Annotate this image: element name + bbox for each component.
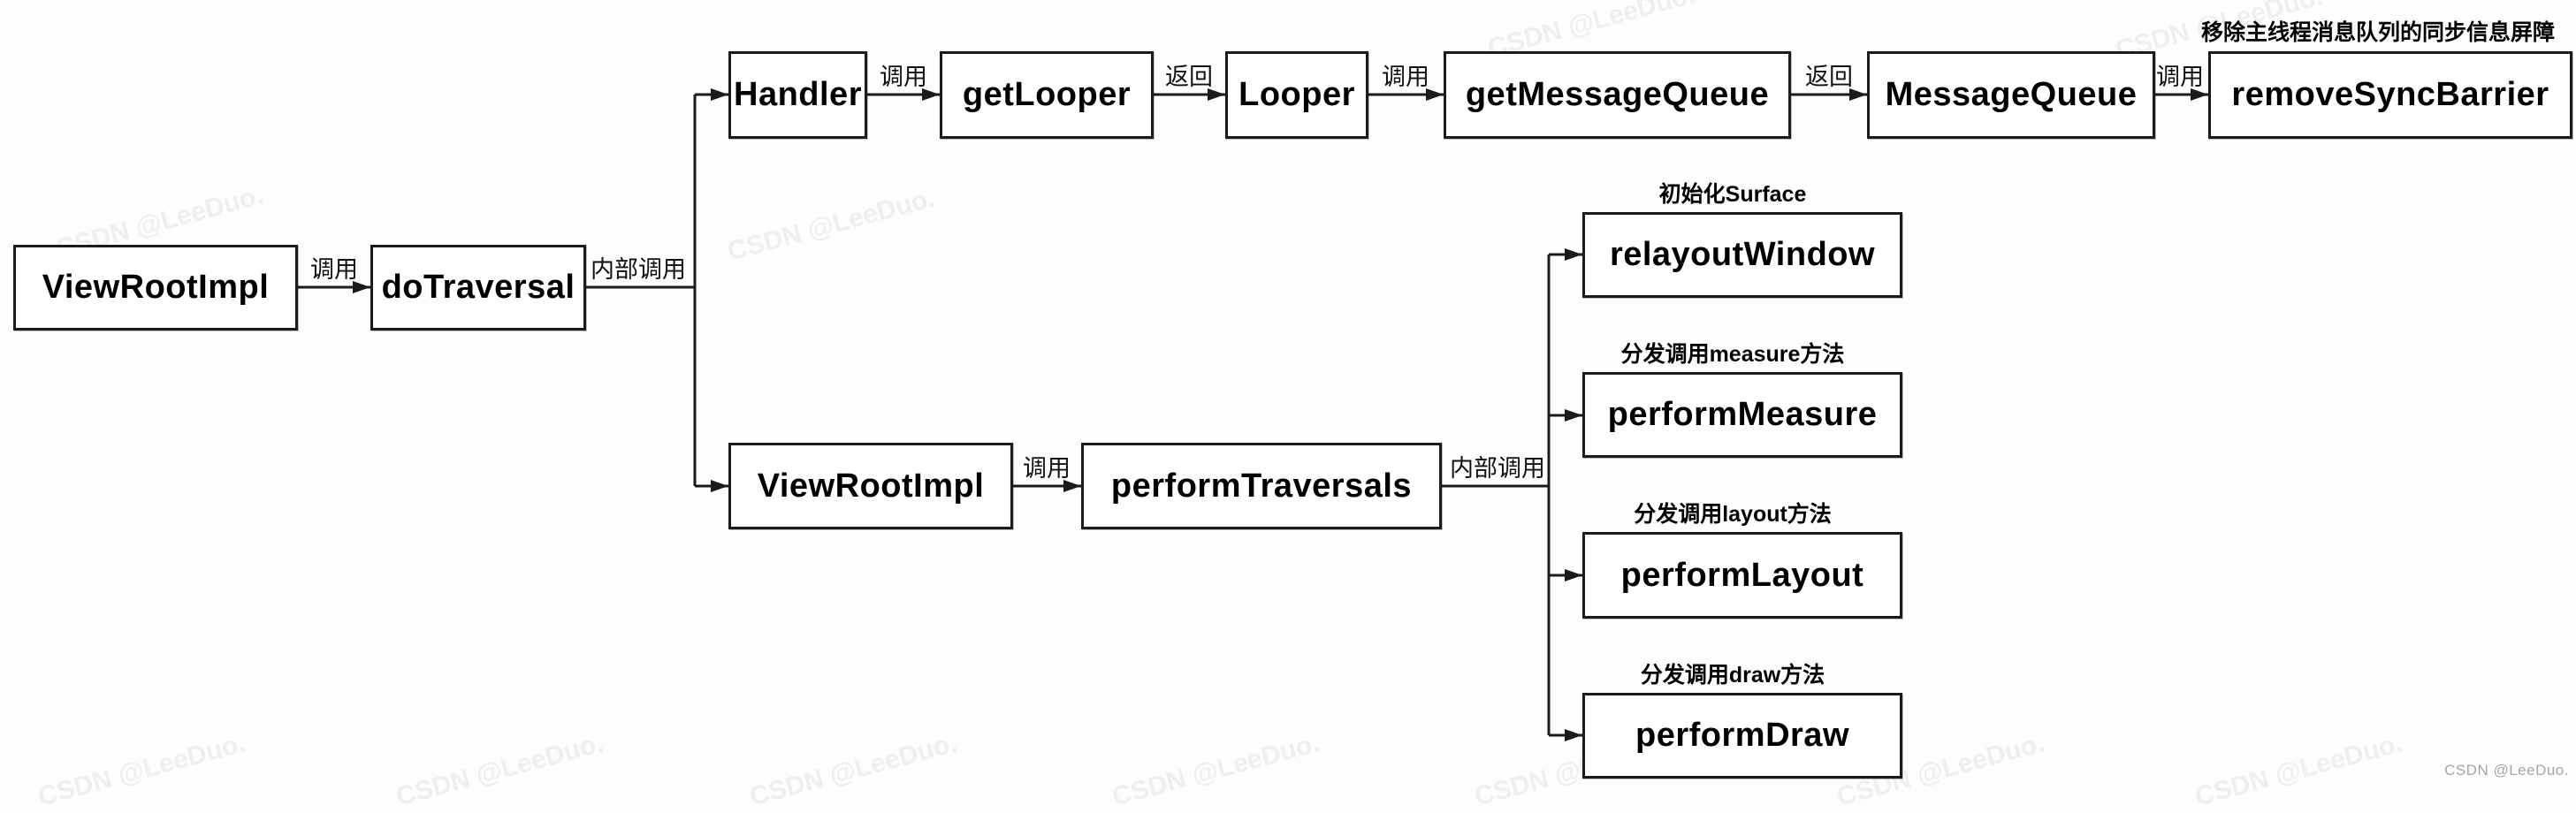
- node-performlayout: performLayout: [1582, 532, 1902, 619]
- edge-label-call-3: 调用: [1382, 64, 1429, 90]
- edge-label-return-1: 返回: [1165, 64, 1213, 90]
- connector-lines: [298, 88, 2208, 741]
- edge-label-call-5: 调用: [1023, 455, 1071, 482]
- annotation-removesyncbarrier: 移除主线程消息队列的同步信息屏障: [2200, 20, 2556, 45]
- annotation-performdraw: 分发调用draw方法: [1640, 663, 1825, 688]
- annotation-relayoutwindow: 初始化Surface: [1658, 182, 1807, 207]
- node-messagequeue: MessageQueue: [1867, 51, 2155, 139]
- edge-label-call-2: 调用: [880, 64, 927, 90]
- edge-label-internal-call-2: 内部调用: [1450, 455, 1545, 482]
- node-getmessagequeue: getMessageQueue: [1444, 51, 1791, 139]
- edge-performtraversals-trunk: [1442, 255, 1551, 735]
- node-looper: Looper: [1225, 51, 1368, 139]
- edge-label-call-4: 调用: [2156, 64, 2204, 90]
- node-viewrootimpl-1: ViewRootImpl: [13, 245, 298, 331]
- node-performdraw: performDraw: [1582, 693, 1902, 779]
- edge-dotraversal-trunk: [586, 95, 697, 486]
- node-handler: Handler: [728, 51, 867, 139]
- node-relayoutwindow: relayoutWindow: [1582, 212, 1902, 298]
- node-getlooper: getLooper: [940, 51, 1154, 139]
- edge-label-return-2: 返回: [1805, 64, 1853, 90]
- csdn-watermark: CSDN @LeeDuo.: [2444, 762, 2569, 779]
- node-removesyncbarrier: removeSyncBarrier: [2208, 51, 2572, 139]
- annotation-performlayout: 分发调用layout方法: [1634, 502, 1832, 527]
- node-dotraversal: doTraversal: [370, 245, 586, 331]
- edge-label-call-1: 调用: [310, 256, 358, 283]
- node-performtraversals: performTraversals: [1081, 443, 1442, 529]
- node-performmeasure: performMeasure: [1582, 372, 1902, 458]
- edge-label-internal-call-1: 内部调用: [591, 256, 686, 283]
- flowchart-canvas: CSDN @LeeDuo. CSDN @LeeDuo. CSDN @LeeDuo…: [13, 0, 2572, 812]
- annotation-performmeasure: 分发调用measure方法: [1620, 342, 1845, 367]
- node-viewrootimpl-2: ViewRootImpl: [728, 443, 1013, 529]
